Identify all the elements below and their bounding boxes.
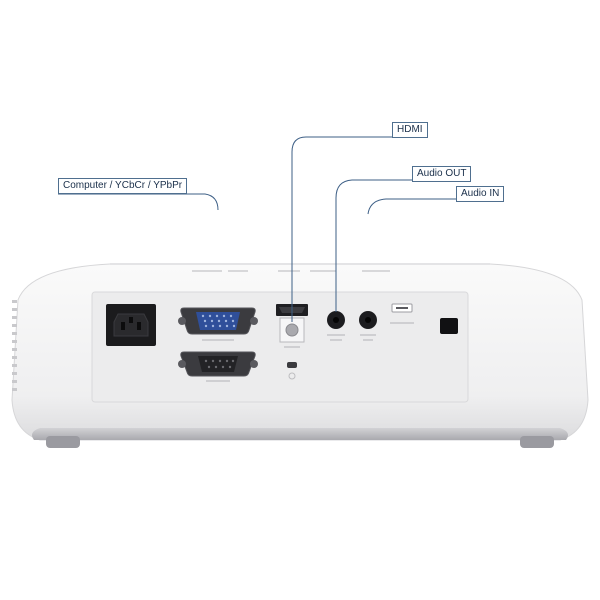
computer-leader-line <box>58 193 219 211</box>
top-label-strip <box>192 270 390 272</box>
callout-lines <box>58 136 456 322</box>
service-usb-port <box>390 303 414 324</box>
hdmi-leader-line <box>291 136 392 322</box>
security-slot <box>287 362 297 380</box>
audio-out-leader-line <box>335 179 412 312</box>
audio-in-callout-label: Audio IN <box>456 186 505 202</box>
audio-in-jack <box>359 311 377 341</box>
right-foot <box>520 436 554 448</box>
left-foot <box>46 436 80 448</box>
computer-callout-label: Computer / YCbCr / YPbPr <box>58 178 188 194</box>
audio-out-jack <box>327 311 345 341</box>
side-vent <box>12 300 17 391</box>
audio-out-callout-label: Audio OUT <box>412 166 472 182</box>
hdmi-callout-label: HDMI <box>392 122 428 138</box>
vga-computer-port <box>178 307 258 341</box>
ir-receiver <box>440 318 458 334</box>
audio-in-leader-line <box>367 198 456 215</box>
power-inlet <box>106 304 156 346</box>
serial-port <box>178 351 258 382</box>
